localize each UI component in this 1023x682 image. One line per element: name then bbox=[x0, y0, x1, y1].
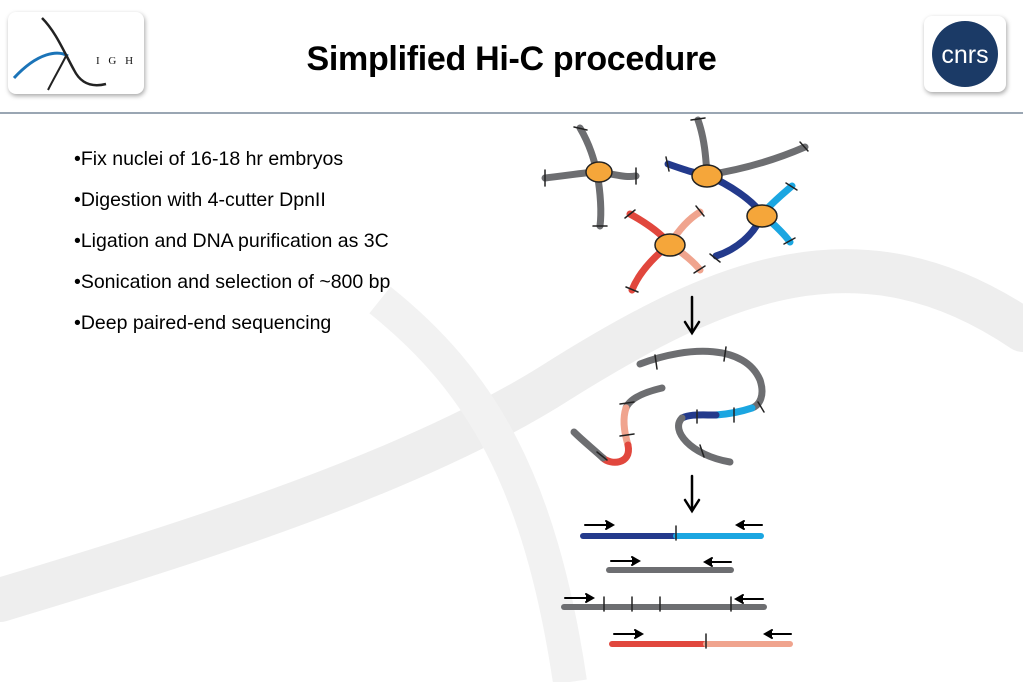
bullet-item: •Digestion with 4-cutter DpnII bbox=[74, 189, 326, 211]
page-title: Simplified Hi-C procedure bbox=[306, 40, 717, 78]
bullet-item: •Sonication and selection of ~800 bp bbox=[74, 271, 391, 293]
cnrs-logo: cnrs bbox=[924, 16, 1006, 92]
bullet-list: •Fix nuclei of 16-18 hr embryos •Digesti… bbox=[74, 146, 390, 351]
ligated-fragments bbox=[570, 346, 766, 466]
header-divider bbox=[0, 112, 1023, 114]
paired-end-reads bbox=[561, 525, 793, 649]
igh-logo: I G H bbox=[8, 12, 144, 94]
arrow-down-icon bbox=[683, 474, 701, 514]
bullet-item: •Fix nuclei of 16-18 hr embryos bbox=[74, 148, 344, 170]
protein-complex bbox=[654, 233, 686, 257]
igh-logo-text: I G H bbox=[96, 55, 136, 67]
arrow-down-icon bbox=[683, 295, 701, 336]
cnrs-logo-text: cnrs bbox=[941, 41, 988, 69]
hic-diagram bbox=[541, 116, 809, 649]
cnrs-logo-icon: cnrs bbox=[932, 21, 998, 87]
crosslinked-complexes bbox=[541, 116, 809, 294]
protein-complex bbox=[585, 161, 613, 183]
protein-complex bbox=[691, 164, 723, 188]
igh-logo-icon: I G H bbox=[12, 17, 136, 91]
bullet-item: •Ligation and DNA purification as 3C bbox=[74, 230, 389, 252]
bullet-item: •Deep paired-end sequencing bbox=[74, 312, 332, 334]
protein-complex bbox=[746, 204, 778, 228]
primer-arrow-icon bbox=[564, 520, 792, 639]
